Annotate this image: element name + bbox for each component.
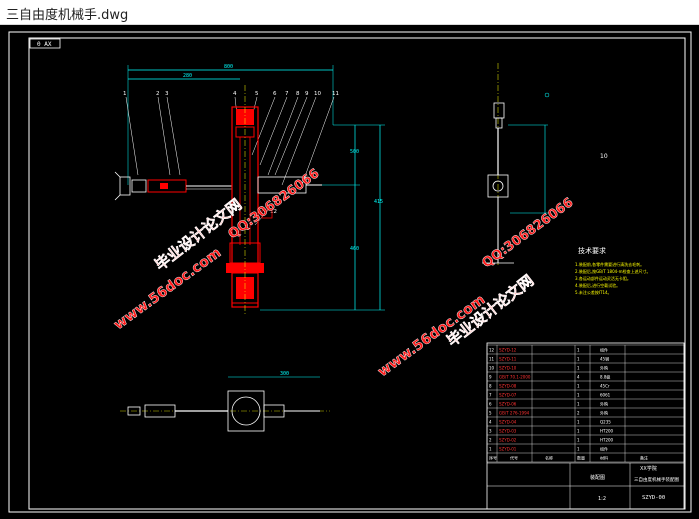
callout-5: 5 [255, 91, 259, 97]
drawing-svg: 0 AX 800 280 1 2 3 4 5 6 7 8 9 10 11 12 [8, 31, 692, 513]
bom-cell-qty: 2 [577, 411, 580, 416]
tech-line-3: 3.各运动部件运动灵活无卡阻。 [575, 275, 631, 281]
callout-1: 1 [123, 91, 127, 97]
bom-cell-no: 6 [489, 402, 492, 407]
bom-cell-code: SZYD-02 [499, 438, 517, 443]
bom-cell-no: 2 [489, 438, 492, 443]
callout-3: 3 [165, 91, 169, 97]
bom-header-cell: 序号 [489, 455, 497, 461]
callout-10: 10 [314, 91, 321, 97]
bom-cell-mat: 组件 [600, 446, 608, 452]
overall-dim: 800 [224, 64, 233, 70]
bom-cell-code: SZYD-06 [499, 402, 517, 407]
bom-cell-code: SZYD-03 [499, 429, 517, 434]
bom-cell-code: SZYD-12 [499, 348, 517, 353]
bom-cell-qty: 1 [577, 447, 580, 452]
side-view: 10 [482, 63, 608, 265]
bom-cell-code: SZYD-11 [499, 357, 517, 362]
bom-cell-qty: 1 [577, 393, 580, 398]
bom-cell-no: 1 [489, 447, 492, 452]
bom-cell-qty: 1 [577, 438, 580, 443]
vdim-2: 415 [374, 199, 383, 205]
bom-cell-qty: 1 [577, 429, 580, 434]
tb-school: XX学院 [640, 465, 657, 472]
callout-7: 7 [285, 91, 289, 97]
tech-line-4: 4.装配后,进行空载试验。 [575, 282, 620, 288]
bom-cell-code: SZYD-01 [499, 447, 517, 452]
bom-header-cell: 备注 [640, 455, 648, 461]
watermark-5: QQ:306826066 [480, 195, 577, 271]
sub-dim: 280 [183, 73, 192, 79]
plan-dim: 300 [280, 371, 289, 377]
bom-cell-qty: 1 [577, 402, 580, 407]
bom-cell-no: 5 [489, 411, 492, 416]
corner-tag-box [29, 38, 61, 49]
tb-scale: 1:2 [598, 496, 606, 502]
bom-cell-code: SZYD-07 [499, 393, 517, 398]
bom-cell-code: GB/T 70.1-2000 [499, 375, 531, 380]
tech-line-1: 1.装配前,各零件需要进行清洗去毛刺。 [575, 261, 644, 267]
bom-cell-mat: Q235 [600, 420, 611, 425]
bom-cell-code: GB/T 276-1994 [499, 411, 530, 416]
bom-cell-no: 3 [489, 429, 492, 434]
callout-11: 11 [332, 91, 339, 97]
bom-cell-no: 10 [489, 366, 495, 371]
bom-cell-code: SZYD-04 [499, 420, 517, 425]
inner-frame [28, 37, 686, 510]
vdim-3: 460 [350, 246, 359, 252]
bom-cell-qty: 1 [577, 366, 580, 371]
callout-8: 8 [296, 91, 300, 97]
tech-line-2: 2.装配后,按GB/T 1804-m检查上述尺寸。 [575, 268, 651, 274]
bom-cell-no: 12 [489, 348, 495, 353]
bom-header-cell: 数量 [577, 455, 585, 461]
bom-cell-qty: 1 [577, 420, 580, 425]
side-view-callout: 10 [600, 153, 608, 160]
callout-4: 4 [233, 91, 237, 97]
bom-cell-mat: 8.8级 [600, 374, 610, 380]
tb-name: 三自由度机械手装配图 [634, 476, 679, 483]
bom-cell-mat: HT200 [600, 429, 614, 434]
callout-6: 6 [273, 91, 277, 97]
bom-cell-mat: 外购 [600, 401, 608, 407]
window-titlebar: 三自由度机械手.dwg [0, 0, 699, 25]
bom-cell-qty: 4 [577, 375, 580, 380]
callout-12: 12 [270, 209, 277, 215]
tb-drawing-no: SZYD-00 [642, 495, 665, 501]
bom-header-cell: 材料 [600, 455, 608, 461]
callout-9: 9 [305, 91, 309, 97]
bom-cell-no: 8 [489, 384, 492, 389]
tech-notes: 技术要求 1.装配前,各零件需要进行清洗去毛刺。 2.装配后,按GB/T 180… [575, 246, 651, 295]
bom-cell-no: 4 [489, 420, 492, 425]
cad-canvas[interactable]: 0 AX 800 280 1 2 3 4 5 6 7 8 9 10 11 12 [0, 25, 699, 519]
bom-cell-mat: 组件 [600, 347, 608, 353]
bom-cell-mat: HT200 [600, 438, 614, 443]
bom-cell-mat: 6061 [600, 393, 611, 398]
window-title: 三自由度机械手.dwg [6, 8, 129, 23]
bom-cell-no: 7 [489, 393, 492, 398]
bom-cell-code: SZYD-10 [499, 366, 517, 371]
tb-label-a: 装配图 [590, 474, 605, 481]
tech-title: 技术要求 [578, 246, 606, 255]
plan-view: 300 [120, 371, 330, 432]
bom-cell-mat: 外购 [600, 410, 608, 416]
bom-cell-no: 11 [489, 357, 495, 362]
bom-cell-no: 9 [489, 375, 492, 380]
bom-cell-mat: 45钢 [600, 356, 609, 362]
vdim-1: 500 [350, 149, 359, 155]
bom-cell-mat: 外购 [600, 365, 608, 371]
bom-cell-qty: 1 [577, 384, 580, 389]
bom-header-cell: 名称 [545, 455, 553, 461]
outer-frame [8, 31, 692, 513]
tech-line-5: 5.未注公差按IT14。 [575, 289, 612, 295]
corner-tag: 0 AX [37, 41, 52, 48]
bom-cell-mat: 45Cr [600, 384, 610, 389]
callout-2: 2 [156, 91, 160, 97]
bom-cell-code: SZYD-08 [499, 384, 517, 389]
bom-cell-qty: 1 [577, 348, 580, 353]
front-view: 800 280 1 2 3 4 5 6 7 8 9 10 11 12 [114, 64, 385, 315]
bom-header-cell: 代号 [510, 455, 518, 461]
bom-cell-qty: 1 [577, 357, 580, 362]
